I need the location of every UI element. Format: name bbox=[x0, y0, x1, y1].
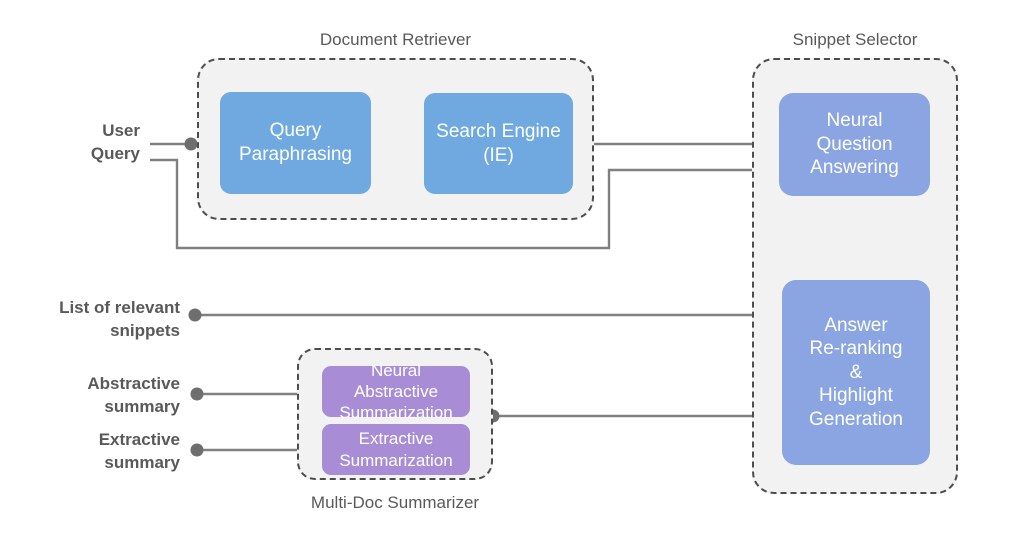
node-search-engine[interactable]: Search Engine (IE) bbox=[424, 93, 573, 194]
node-neural-question-answering[interactable]: Neural Question Answering bbox=[779, 93, 930, 196]
edge-label-extractive-summary: Extractive summary bbox=[98, 430, 180, 472]
edge-label-user-query: User Query bbox=[90, 121, 140, 163]
group-title-snippet-selector: Snippet Selector bbox=[792, 30, 918, 49]
dot-user-query-input bbox=[184, 137, 198, 151]
wire-user-query-to-neural-qa bbox=[150, 158, 779, 250]
group-title-document-retriever: Document Retriever bbox=[319, 30, 472, 49]
node-neural-abstractive-summarization[interactable]: Neural Abstractive Summarization bbox=[322, 361, 470, 422]
node-answer-reranking-highlight-generation[interactable]: Answer Re-ranking & Highlight Generation bbox=[782, 280, 930, 465]
edge-label-list-of-relevant-snippets: List of relevant snippets bbox=[59, 298, 180, 340]
dot-abstractive-summary-output bbox=[190, 387, 204, 401]
dot-snippets-output bbox=[188, 308, 202, 322]
group-title-multi-doc-summarizer: Multi-Doc Summarizer bbox=[310, 493, 480, 512]
dot-extractive-summary-output bbox=[190, 443, 204, 457]
node-query-paraphrasing[interactable]: Query Paraphrasing bbox=[220, 92, 371, 194]
node-extractive-summarization[interactable]: Extractive Summarization bbox=[322, 424, 470, 475]
edge-label-abstractive-summary: Abstractive summary bbox=[87, 374, 180, 416]
